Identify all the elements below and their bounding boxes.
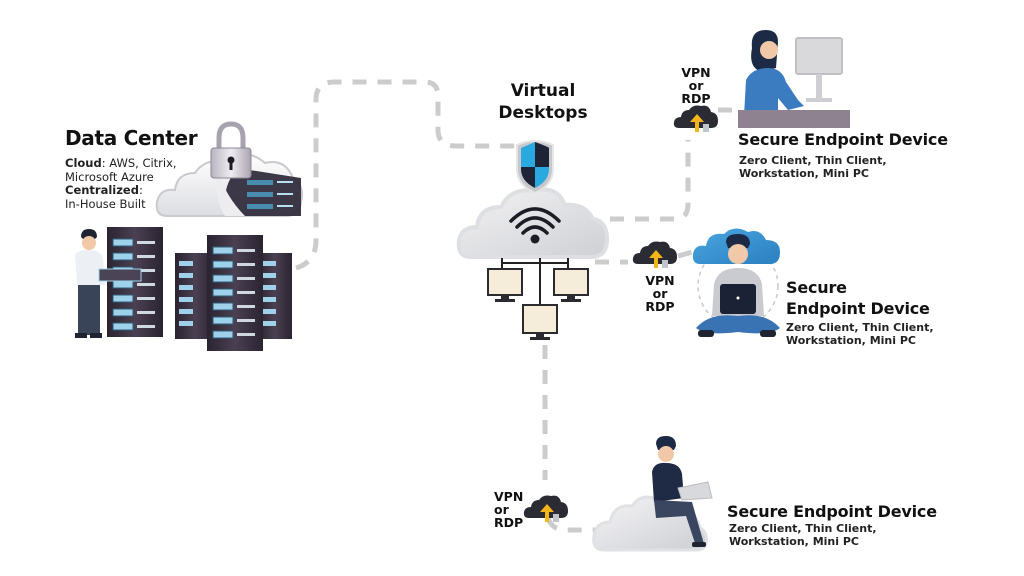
protocol-or: or (688, 78, 704, 93)
protocol-label-1: VPN or RDP (676, 66, 716, 105)
data-center-description: Cloud: AWS, Citrix, Microsoft Azure Cent… (65, 156, 177, 211)
protocol-label-2: VPN or RDP (640, 274, 680, 313)
man-with-laptop-cloud-illustration (692, 228, 780, 337)
data-center-title: Data Center (65, 126, 198, 150)
virtual-desktop-cloud-network (456, 140, 610, 340)
endpoint-3-subtitle: Zero Client, Thin Client, Workstation, M… (729, 522, 877, 548)
centralized-label: Centralized (65, 183, 139, 197)
virtual-desktops-title-line2: Desktops (498, 103, 588, 123)
protocol-vpn: VPN (494, 489, 524, 504)
virtual-desktops-title-line1: Virtual (510, 81, 576, 101)
endpoint-1-sub-line1: Zero Client, Thin Client, (739, 154, 887, 167)
technician-person (75, 229, 142, 338)
connector-vpn2-to-cloud (677, 247, 701, 259)
monitor-icon-bottom (522, 304, 558, 340)
endpoint-1-title: Secure Endpoint Device (738, 130, 948, 149)
protocol-label-3: VPN or RDP (494, 490, 528, 529)
endpoint-2-subtitle: Zero Client, Thin Client, Workstation, M… (786, 321, 934, 347)
endpoint-2-title-line1: Secure (786, 278, 847, 297)
monitor-icon-left (487, 268, 523, 302)
endpoint-1-sub-line2: Workstation, Mini PC (739, 167, 869, 180)
centralized-value: : (138, 183, 143, 197)
protocol-vpn: VPN (681, 65, 711, 80)
connector-vd-to-endpoint1 (610, 140, 691, 222)
vpn-cloud-upload-icon-1 (673, 105, 718, 132)
protocol-rdp: RDP (681, 91, 711, 106)
woman-at-desk-illustration (738, 30, 850, 128)
protocol-or: or (652, 286, 668, 301)
man-on-cloud-illustration (592, 436, 713, 552)
endpoint-2-title: Secure Endpoint Device (786, 277, 930, 319)
shield-icon (516, 140, 554, 195)
connector-datacenter-to-vd (295, 79, 530, 271)
locked-cloud-icon (155, 121, 303, 217)
centralized-value-2: In-House Built (65, 196, 146, 211)
protocol-or: or (494, 502, 509, 517)
cloud-label: Cloud (65, 156, 102, 170)
server-rack-3 (207, 235, 263, 351)
endpoint-2-sub-line2: Workstation, Mini PC (786, 334, 916, 347)
vpn-cloud-upload-icon-3 (523, 495, 568, 522)
server-racks-illustration (75, 227, 292, 351)
endpoint-3-title: Secure Endpoint Device (727, 502, 937, 521)
endpoint-2-sub-line1: Zero Client, Thin Client, (786, 321, 934, 334)
monitor-icon-right (553, 268, 589, 302)
virtual-desktops-title: Virtual Desktops (478, 80, 608, 124)
endpoint-3-sub-line1: Zero Client, Thin Client, (729, 522, 877, 535)
server-rack-1 (107, 227, 163, 337)
endpoint-2-title-line2: Endpoint Device (786, 299, 930, 318)
endpoint-3-sub-line2: Workstation, Mini PC (729, 535, 859, 548)
protocol-rdp: RDP (645, 299, 675, 314)
vpn-cloud-upload-icon-2 (632, 241, 677, 268)
network-cloud-icon (456, 187, 610, 259)
protocol-rdp: RDP (494, 515, 524, 530)
server-rack-4 (258, 253, 292, 339)
wifi-icon (509, 207, 561, 235)
cloud-value-2: Microsoft Azure (65, 169, 154, 184)
cloud-value: : AWS, Citrix, (101, 156, 177, 170)
protocol-vpn: VPN (645, 273, 675, 288)
endpoint-1-subtitle: Zero Client, Thin Client, Workstation, M… (739, 154, 887, 180)
